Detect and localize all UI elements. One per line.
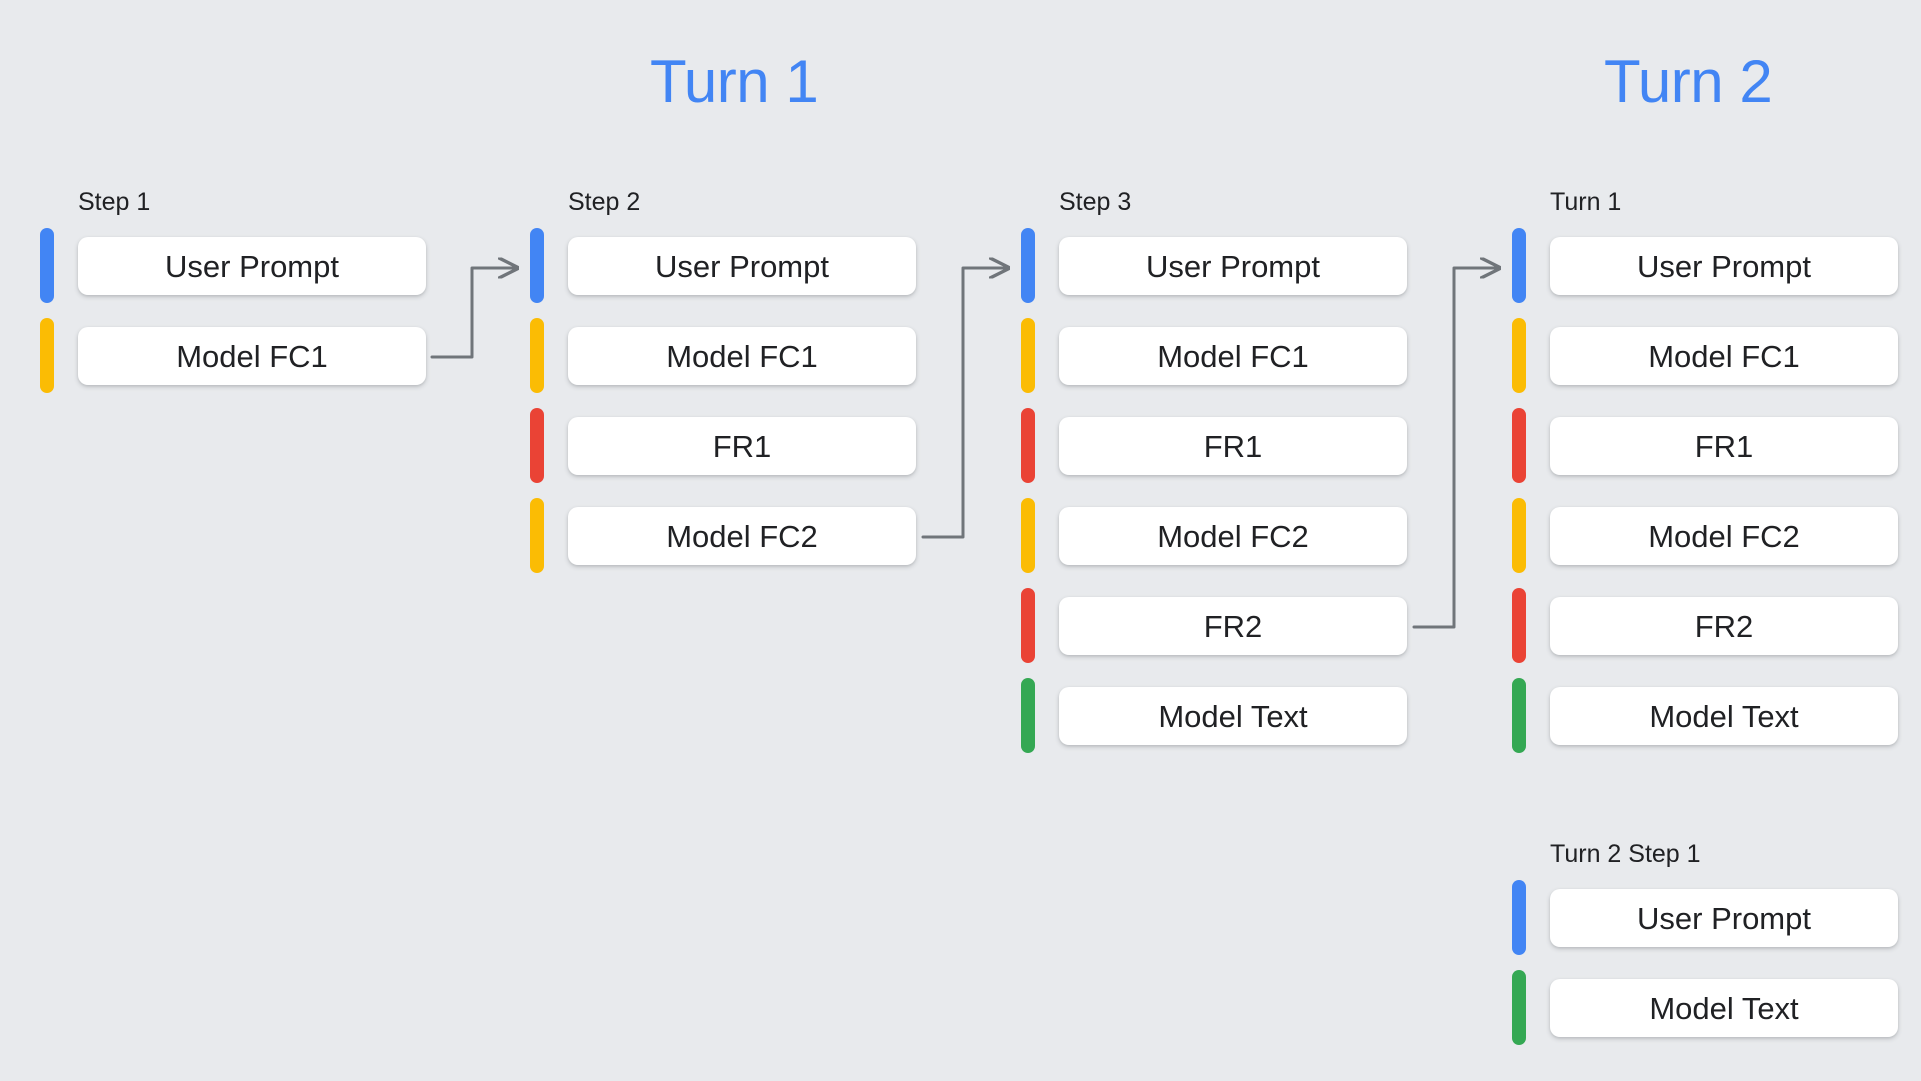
message-card[interactable]: Model FC1 <box>1059 327 1407 385</box>
role-color-bar-red <box>1512 588 1526 663</box>
role-color-bar-yellow <box>40 318 54 393</box>
message-row: Model FC2 <box>1512 498 1898 573</box>
message-row: FR1 <box>1021 408 1407 483</box>
message-row: User Prompt <box>1021 228 1407 303</box>
message-card-label: User Prompt <box>165 248 339 284</box>
message-card-label: FR2 <box>1203 608 1263 644</box>
message-card[interactable]: Model FC2 <box>1059 507 1407 565</box>
message-card-label: FR2 <box>1694 608 1754 644</box>
message-row: User Prompt <box>530 228 916 303</box>
message-row: FR1 <box>530 408 916 483</box>
role-color-bar-red <box>1021 408 1035 483</box>
connector-step2-step3 <box>921 268 1008 539</box>
message-card[interactable]: Model FC1 <box>78 327 426 385</box>
message-card[interactable]: Model Text <box>1550 979 1898 1037</box>
message-card-label: Model Text <box>1649 698 1799 734</box>
message-row: Model Text <box>1021 678 1407 753</box>
message-card-label: FR1 <box>712 428 772 464</box>
message-card-label: User Prompt <box>1637 900 1811 936</box>
step-group-label: Turn 2 Step 1 <box>1550 840 1701 868</box>
role-color-bar-red <box>1512 408 1526 483</box>
message-row: Model Text <box>1512 678 1898 753</box>
message-row: Model Text <box>1512 970 1898 1045</box>
message-card-label: Model FC2 <box>666 518 818 554</box>
message-row: FR1 <box>1512 408 1898 483</box>
message-card[interactable]: FR1 <box>1550 417 1898 475</box>
message-card-label: FR1 <box>1694 428 1754 464</box>
message-card-label: User Prompt <box>655 248 829 284</box>
role-color-bar-green <box>1512 970 1526 1045</box>
role-color-bar-yellow <box>1021 498 1035 573</box>
message-row: FR2 <box>1512 588 1898 663</box>
message-card[interactable]: User Prompt <box>1059 237 1407 295</box>
role-color-bar-yellow <box>1512 318 1526 393</box>
message-row: FR2 <box>1021 588 1407 663</box>
message-card-label: Model Text <box>1649 990 1799 1026</box>
message-card-label: Model FC1 <box>666 338 818 374</box>
message-row: User Prompt <box>1512 228 1898 303</box>
role-color-bar-red <box>530 408 544 483</box>
message-card[interactable]: Model FC1 <box>1550 327 1898 385</box>
role-color-bar-blue <box>40 228 54 303</box>
role-color-bar-green <box>1512 678 1526 753</box>
connector-step1-step2 <box>430 268 517 359</box>
role-color-bar-blue <box>1021 228 1035 303</box>
role-color-bar-blue <box>530 228 544 303</box>
message-card[interactable]: FR1 <box>568 417 916 475</box>
connector-step3-turn1 <box>1412 268 1499 629</box>
message-card[interactable]: User Prompt <box>78 237 426 295</box>
message-row: User Prompt <box>40 228 426 303</box>
message-card-label: User Prompt <box>1146 248 1320 284</box>
role-color-bar-yellow <box>530 498 544 573</box>
message-card-label: Model FC2 <box>1648 518 1800 554</box>
message-card[interactable]: FR2 <box>1059 597 1407 655</box>
message-card[interactable]: Model FC2 <box>1550 507 1898 565</box>
message-row: Model FC1 <box>1021 318 1407 393</box>
turn-heading: Turn 2 <box>1604 48 1773 115</box>
message-row: Model FC2 <box>1021 498 1407 573</box>
role-color-bar-green <box>1021 678 1035 753</box>
message-card[interactable]: Model Text <box>1550 687 1898 745</box>
turn-heading: Turn 1 <box>650 48 819 115</box>
message-card[interactable]: FR2 <box>1550 597 1898 655</box>
message-row: Model FC1 <box>40 318 426 393</box>
message-card-label: Model FC1 <box>1157 338 1309 374</box>
message-card-label: Model FC2 <box>1157 518 1309 554</box>
message-card-label: Model FC1 <box>176 338 328 374</box>
role-color-bar-blue <box>1512 228 1526 303</box>
message-card[interactable]: Model FC1 <box>568 327 916 385</box>
message-row: Model FC1 <box>530 318 916 393</box>
step-group-label: Step 1 <box>78 188 151 216</box>
step-group-label: Step 2 <box>568 188 641 216</box>
role-color-bar-blue <box>1512 880 1526 955</box>
message-card-label: User Prompt <box>1637 248 1811 284</box>
role-color-bar-yellow <box>530 318 544 393</box>
message-card[interactable]: Model Text <box>1059 687 1407 745</box>
message-row: Model FC1 <box>1512 318 1898 393</box>
role-color-bar-red <box>1021 588 1035 663</box>
message-card[interactable]: User Prompt <box>568 237 916 295</box>
step-group-label: Turn 1 <box>1550 188 1622 216</box>
step-group-label: Step 3 <box>1059 188 1132 216</box>
message-card-label: Model Text <box>1158 698 1308 734</box>
message-card[interactable]: FR1 <box>1059 417 1407 475</box>
message-card[interactable]: User Prompt <box>1550 889 1898 947</box>
role-color-bar-yellow <box>1512 498 1526 573</box>
message-card-label: Model FC1 <box>1648 338 1800 374</box>
message-row: User Prompt <box>1512 880 1898 955</box>
message-card[interactable]: User Prompt <box>1550 237 1898 295</box>
role-color-bar-yellow <box>1021 318 1035 393</box>
message-row: Model FC2 <box>530 498 916 573</box>
message-card-label: FR1 <box>1203 428 1263 464</box>
message-card[interactable]: Model FC2 <box>568 507 916 565</box>
